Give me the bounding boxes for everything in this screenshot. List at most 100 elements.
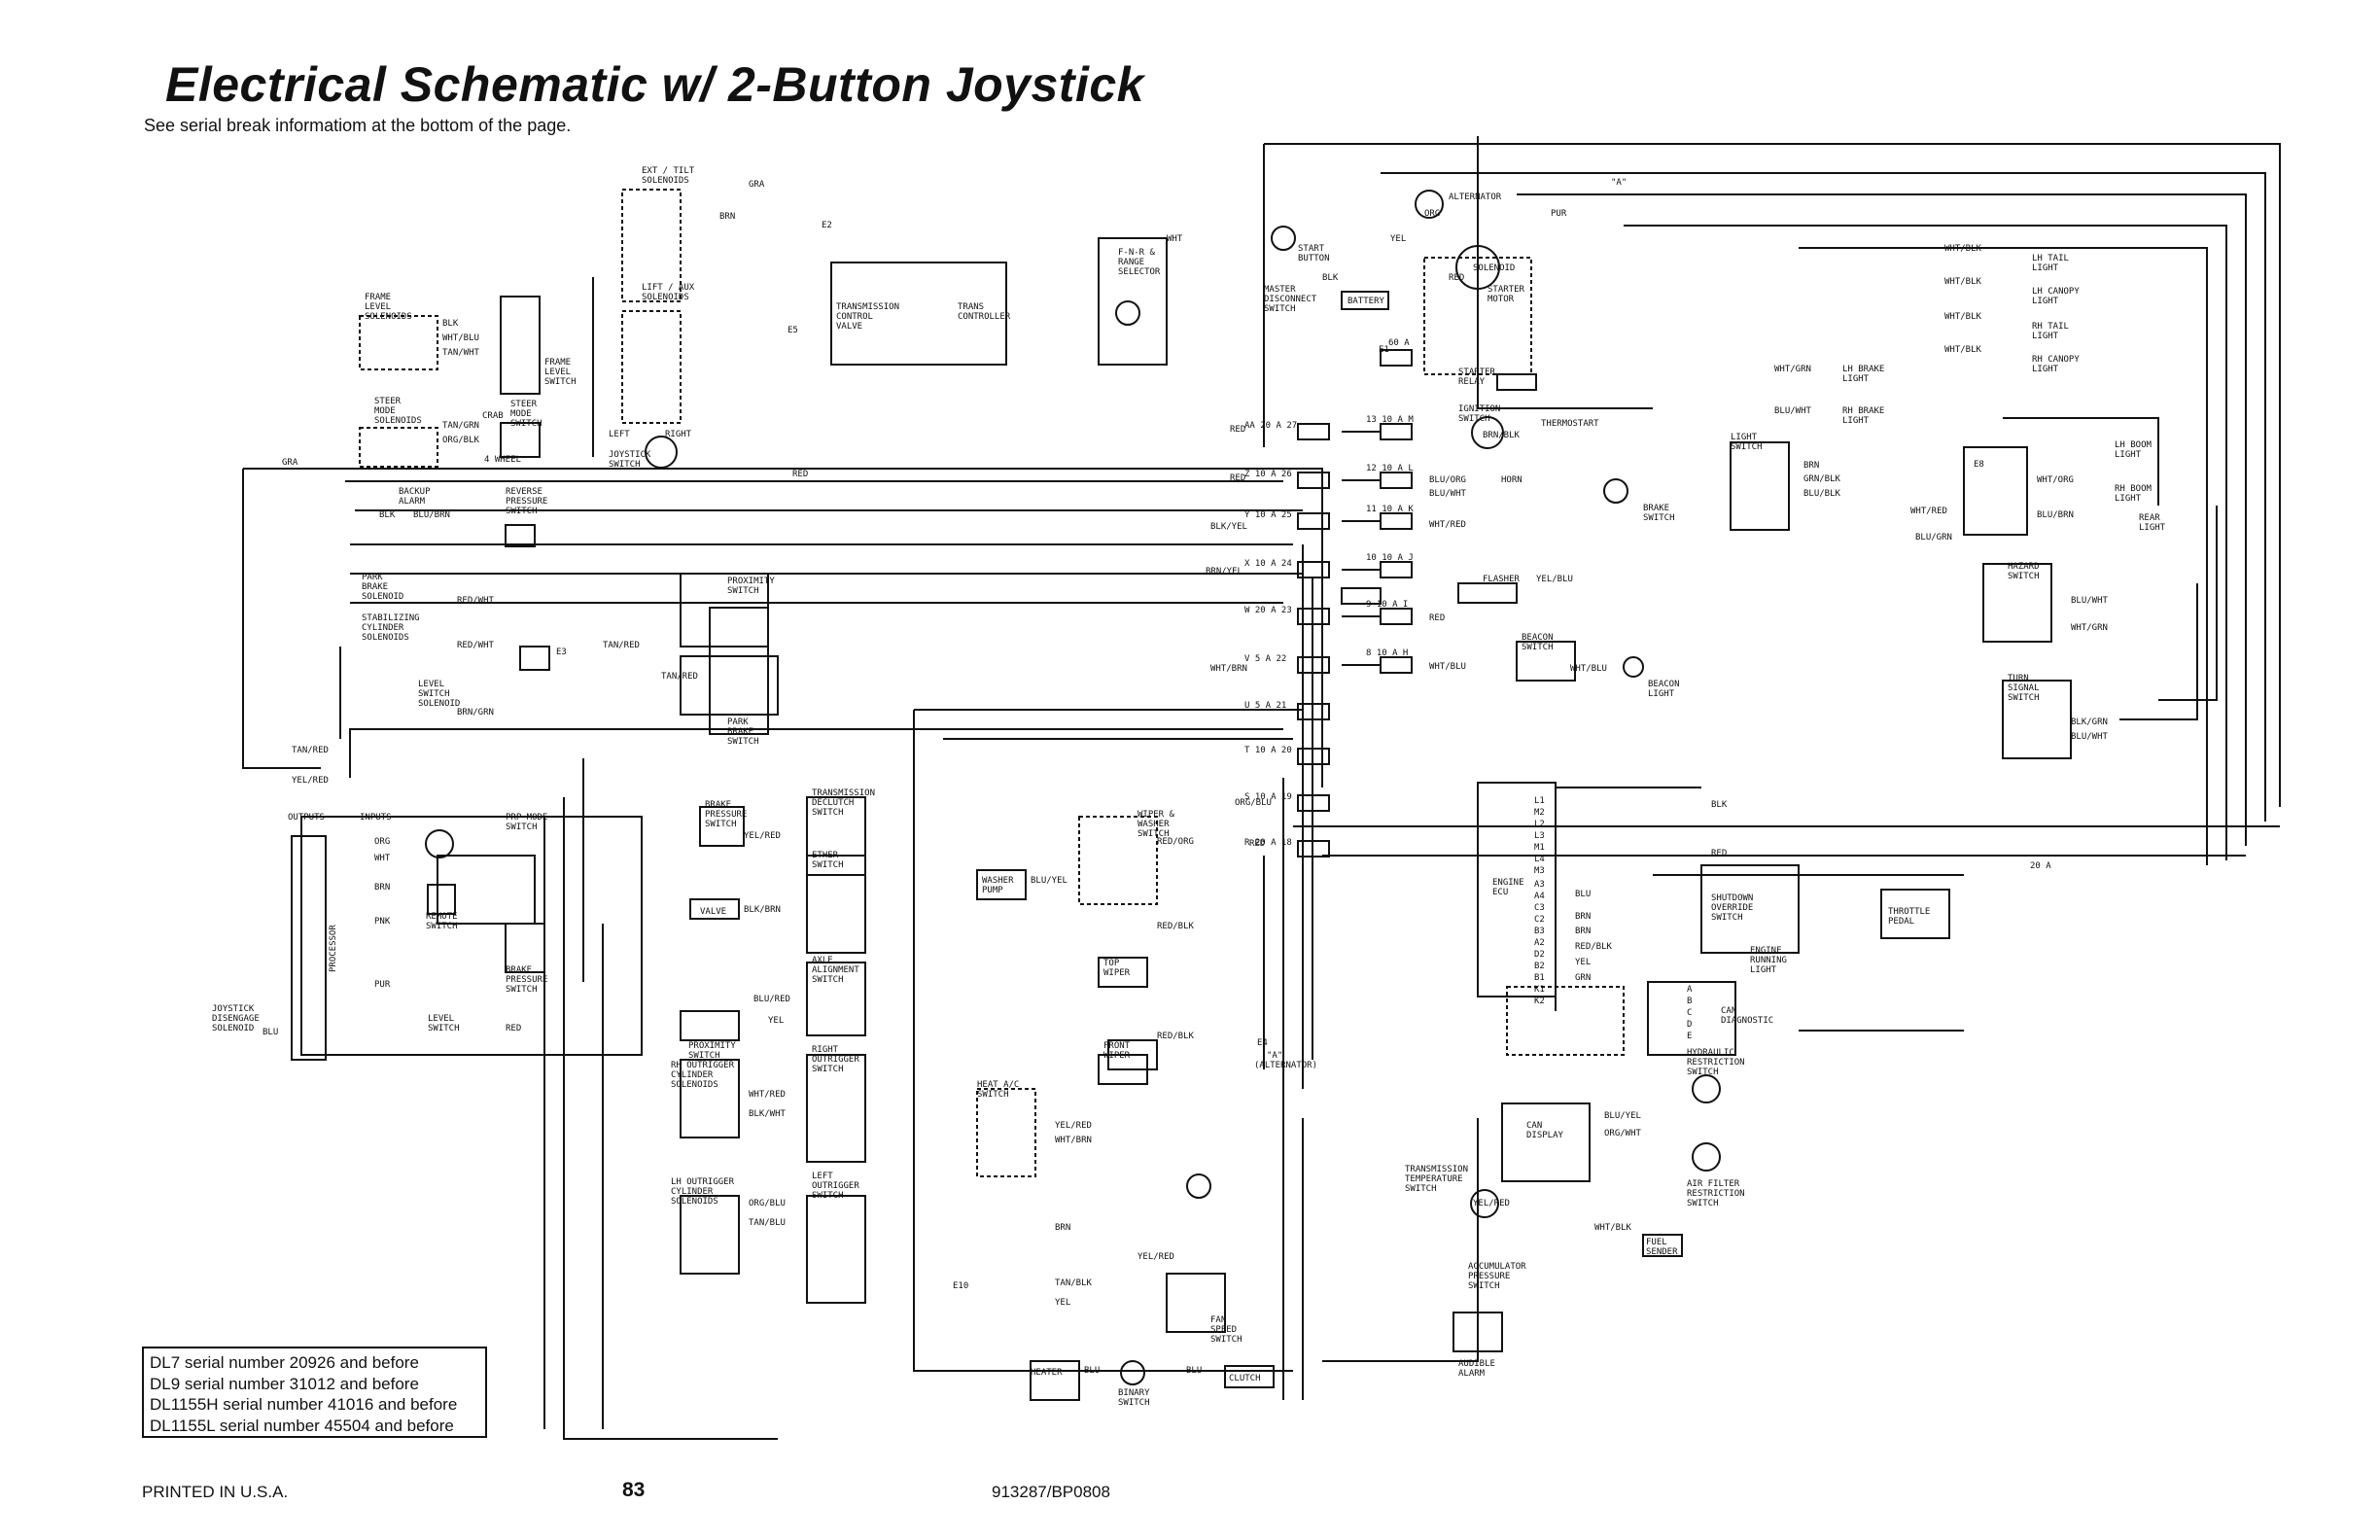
serial-break-box: DL7 serial number 20926 and before DL9 s… <box>142 1347 487 1438</box>
svg-text:LEVEL: LEVEL <box>544 368 571 377</box>
svg-text:F-N-R &: F-N-R & <box>1118 248 1156 258</box>
svg-text:E: E <box>1687 1032 1692 1041</box>
svg-text:VALVE: VALVE <box>836 322 862 332</box>
svg-text:FRONT: FRONT <box>1103 1041 1131 1051</box>
svg-text:YEL: YEL <box>1055 1298 1070 1308</box>
svg-text:SWITCH: SWITCH <box>812 860 844 870</box>
svg-text:BRN/YEL: BRN/YEL <box>1206 567 1242 577</box>
svg-text:PRESSURE: PRESSURE <box>506 975 547 985</box>
svg-text:RED/WHT: RED/WHT <box>457 596 495 606</box>
svg-text:RED/WHT: RED/WHT <box>457 641 495 650</box>
svg-text:TRANSMISSION: TRANSMISSION <box>836 302 899 312</box>
svg-text:RED: RED <box>1449 273 1464 283</box>
svg-text:THERMOSTART: THERMOSTART <box>1541 419 1599 429</box>
svg-text:Z 10 A 26: Z 10 A 26 <box>1244 470 1292 479</box>
svg-text:CONTROL: CONTROL <box>836 312 873 322</box>
svg-text:SWITCH: SWITCH <box>506 985 538 995</box>
svg-text:REVERSE: REVERSE <box>506 487 542 497</box>
page-number: 83 <box>622 1479 646 1501</box>
svg-text:WHT/RED: WHT/RED <box>1910 507 1947 516</box>
svg-text:PROXIMITY: PROXIMITY <box>727 577 775 586</box>
svg-text:TEMPERATURE: TEMPERATURE <box>1405 1174 1463 1184</box>
svg-text:SOLENOIDS: SOLENOIDS <box>671 1197 718 1207</box>
svg-text:SWITCH: SWITCH <box>1468 1281 1500 1291</box>
svg-text:DISPLAY: DISPLAY <box>1526 1131 1564 1140</box>
svg-text:SWITCH: SWITCH <box>418 689 450 699</box>
svg-text:SWITCH: SWITCH <box>812 975 844 985</box>
svg-text:GRN/BLK: GRN/BLK <box>1803 474 1841 484</box>
svg-text:SENDER: SENDER <box>1646 1247 1678 1257</box>
printed-in-label: PRINTED IN U.S.A. <box>142 1483 289 1501</box>
svg-text:SWITCH: SWITCH <box>506 507 538 516</box>
svg-text:RED: RED <box>1230 425 1245 435</box>
svg-text:SWITCH: SWITCH <box>2008 693 2040 703</box>
svg-text:8 10 A H: 8 10 A H <box>1366 648 1408 658</box>
round-devices <box>425 190 1721 1385</box>
svg-text:ENGINE: ENGINE <box>1492 878 1524 888</box>
svg-text:HORN: HORN <box>1501 475 1522 485</box>
svg-text:HEATER: HEATER <box>1031 1368 1063 1378</box>
svg-text:CONTROLLER: CONTROLLER <box>958 312 1011 322</box>
svg-text:SWITCH: SWITCH <box>1522 643 1554 652</box>
svg-text:INPUTS: INPUTS <box>360 813 392 822</box>
svg-text:PRESSURE: PRESSURE <box>705 810 747 820</box>
svg-text:BRAKE: BRAKE <box>506 965 532 975</box>
svg-text:RED/BLK: RED/BLK <box>1157 1032 1195 1041</box>
svg-text:BLK/WHT: BLK/WHT <box>749 1109 787 1119</box>
svg-text:20 A: 20 A <box>2030 861 2051 871</box>
svg-text:ETHER: ETHER <box>812 851 839 860</box>
svg-text:SOLENOIDS: SOLENOIDS <box>642 176 689 186</box>
svg-text:PROCESSOR: PROCESSOR <box>329 925 338 972</box>
svg-text:SOLENOID: SOLENOID <box>212 1024 254 1033</box>
svg-text:TAN/GRN: TAN/GRN <box>442 421 479 431</box>
svg-text:MODE: MODE <box>374 406 396 416</box>
svg-text:BLU/WHT: BLU/WHT <box>2071 596 2109 606</box>
svg-text:PEDAL: PEDAL <box>1888 917 1914 927</box>
svg-text:C3: C3 <box>1534 903 1545 913</box>
svg-text:BUTTON: BUTTON <box>1298 254 1330 263</box>
svg-text:WHT/BLU: WHT/BLU <box>1429 662 1466 672</box>
svg-text:MOTOR: MOTOR <box>1488 295 1515 304</box>
svg-text:ALARM: ALARM <box>399 497 426 507</box>
svg-text:TAN/WHT: TAN/WHT <box>442 348 480 358</box>
svg-text:DIAGNOSTIC: DIAGNOSTIC <box>1721 1016 1773 1026</box>
svg-text:WHT/BRN: WHT/BRN <box>1055 1136 1092 1145</box>
svg-text:LEFT: LEFT <box>812 1172 833 1181</box>
svg-text:TURN: TURN <box>2008 674 2029 683</box>
svg-text:SOLENOIDS: SOLENOIDS <box>362 633 409 643</box>
svg-text:PRP MODE: PRP MODE <box>506 813 547 822</box>
svg-text:AA 20 A 27: AA 20 A 27 <box>1244 421 1297 431</box>
svg-text:E5: E5 <box>788 326 798 335</box>
svg-text:CAN: CAN <box>1721 1006 1736 1016</box>
svg-text:LIGHT: LIGHT <box>2032 263 2059 273</box>
svg-text:Y 10 A 25: Y 10 A 25 <box>1244 510 1292 520</box>
svg-text:START: START <box>1298 244 1325 254</box>
document-code: 913287/BP0808 <box>992 1483 1110 1501</box>
svg-text:WIPER: WIPER <box>1103 968 1131 978</box>
serial-break-dl1155h: DL1155H serial number 41016 and before <box>150 1395 458 1414</box>
svg-text:OUTRIGGER: OUTRIGGER <box>812 1181 859 1191</box>
svg-text:AIR FILTER: AIR FILTER <box>1687 1179 1740 1189</box>
svg-text:E1: E1 <box>1379 345 1389 355</box>
svg-text:PARK: PARK <box>362 573 383 582</box>
svg-text:12 10 A L: 12 10 A L <box>1366 464 1414 473</box>
svg-text:SWITCH: SWITCH <box>1687 1199 1719 1208</box>
svg-text:CYLINDER: CYLINDER <box>671 1187 714 1197</box>
svg-text:RED: RED <box>792 470 808 479</box>
svg-text:SOLENOIDS: SOLENOIDS <box>365 312 412 322</box>
svg-text:RED: RED <box>1249 839 1265 849</box>
svg-text:BLU/WHT: BLU/WHT <box>1774 406 1812 416</box>
svg-text:WIPER: WIPER <box>1103 1051 1131 1061</box>
svg-text:LIGHT: LIGHT <box>1842 374 1870 384</box>
svg-text:BLU/RED: BLU/RED <box>753 995 790 1004</box>
svg-text:RED/BLK: RED/BLK <box>1157 922 1195 931</box>
svg-text:WHT/BLU: WHT/BLU <box>1570 664 1607 674</box>
svg-text:TRANS: TRANS <box>958 302 984 312</box>
svg-text:WHT/RED: WHT/RED <box>1429 520 1466 530</box>
svg-text:RIGHT: RIGHT <box>812 1045 839 1055</box>
svg-text:SWITCH: SWITCH <box>812 808 844 818</box>
svg-text:ALTERNATOR: ALTERNATOR <box>1449 192 1502 202</box>
svg-text:TAN/RED: TAN/RED <box>661 672 698 682</box>
svg-text:LIGHT: LIGHT <box>2115 450 2142 460</box>
svg-text:PROXIMITY: PROXIMITY <box>688 1041 736 1051</box>
